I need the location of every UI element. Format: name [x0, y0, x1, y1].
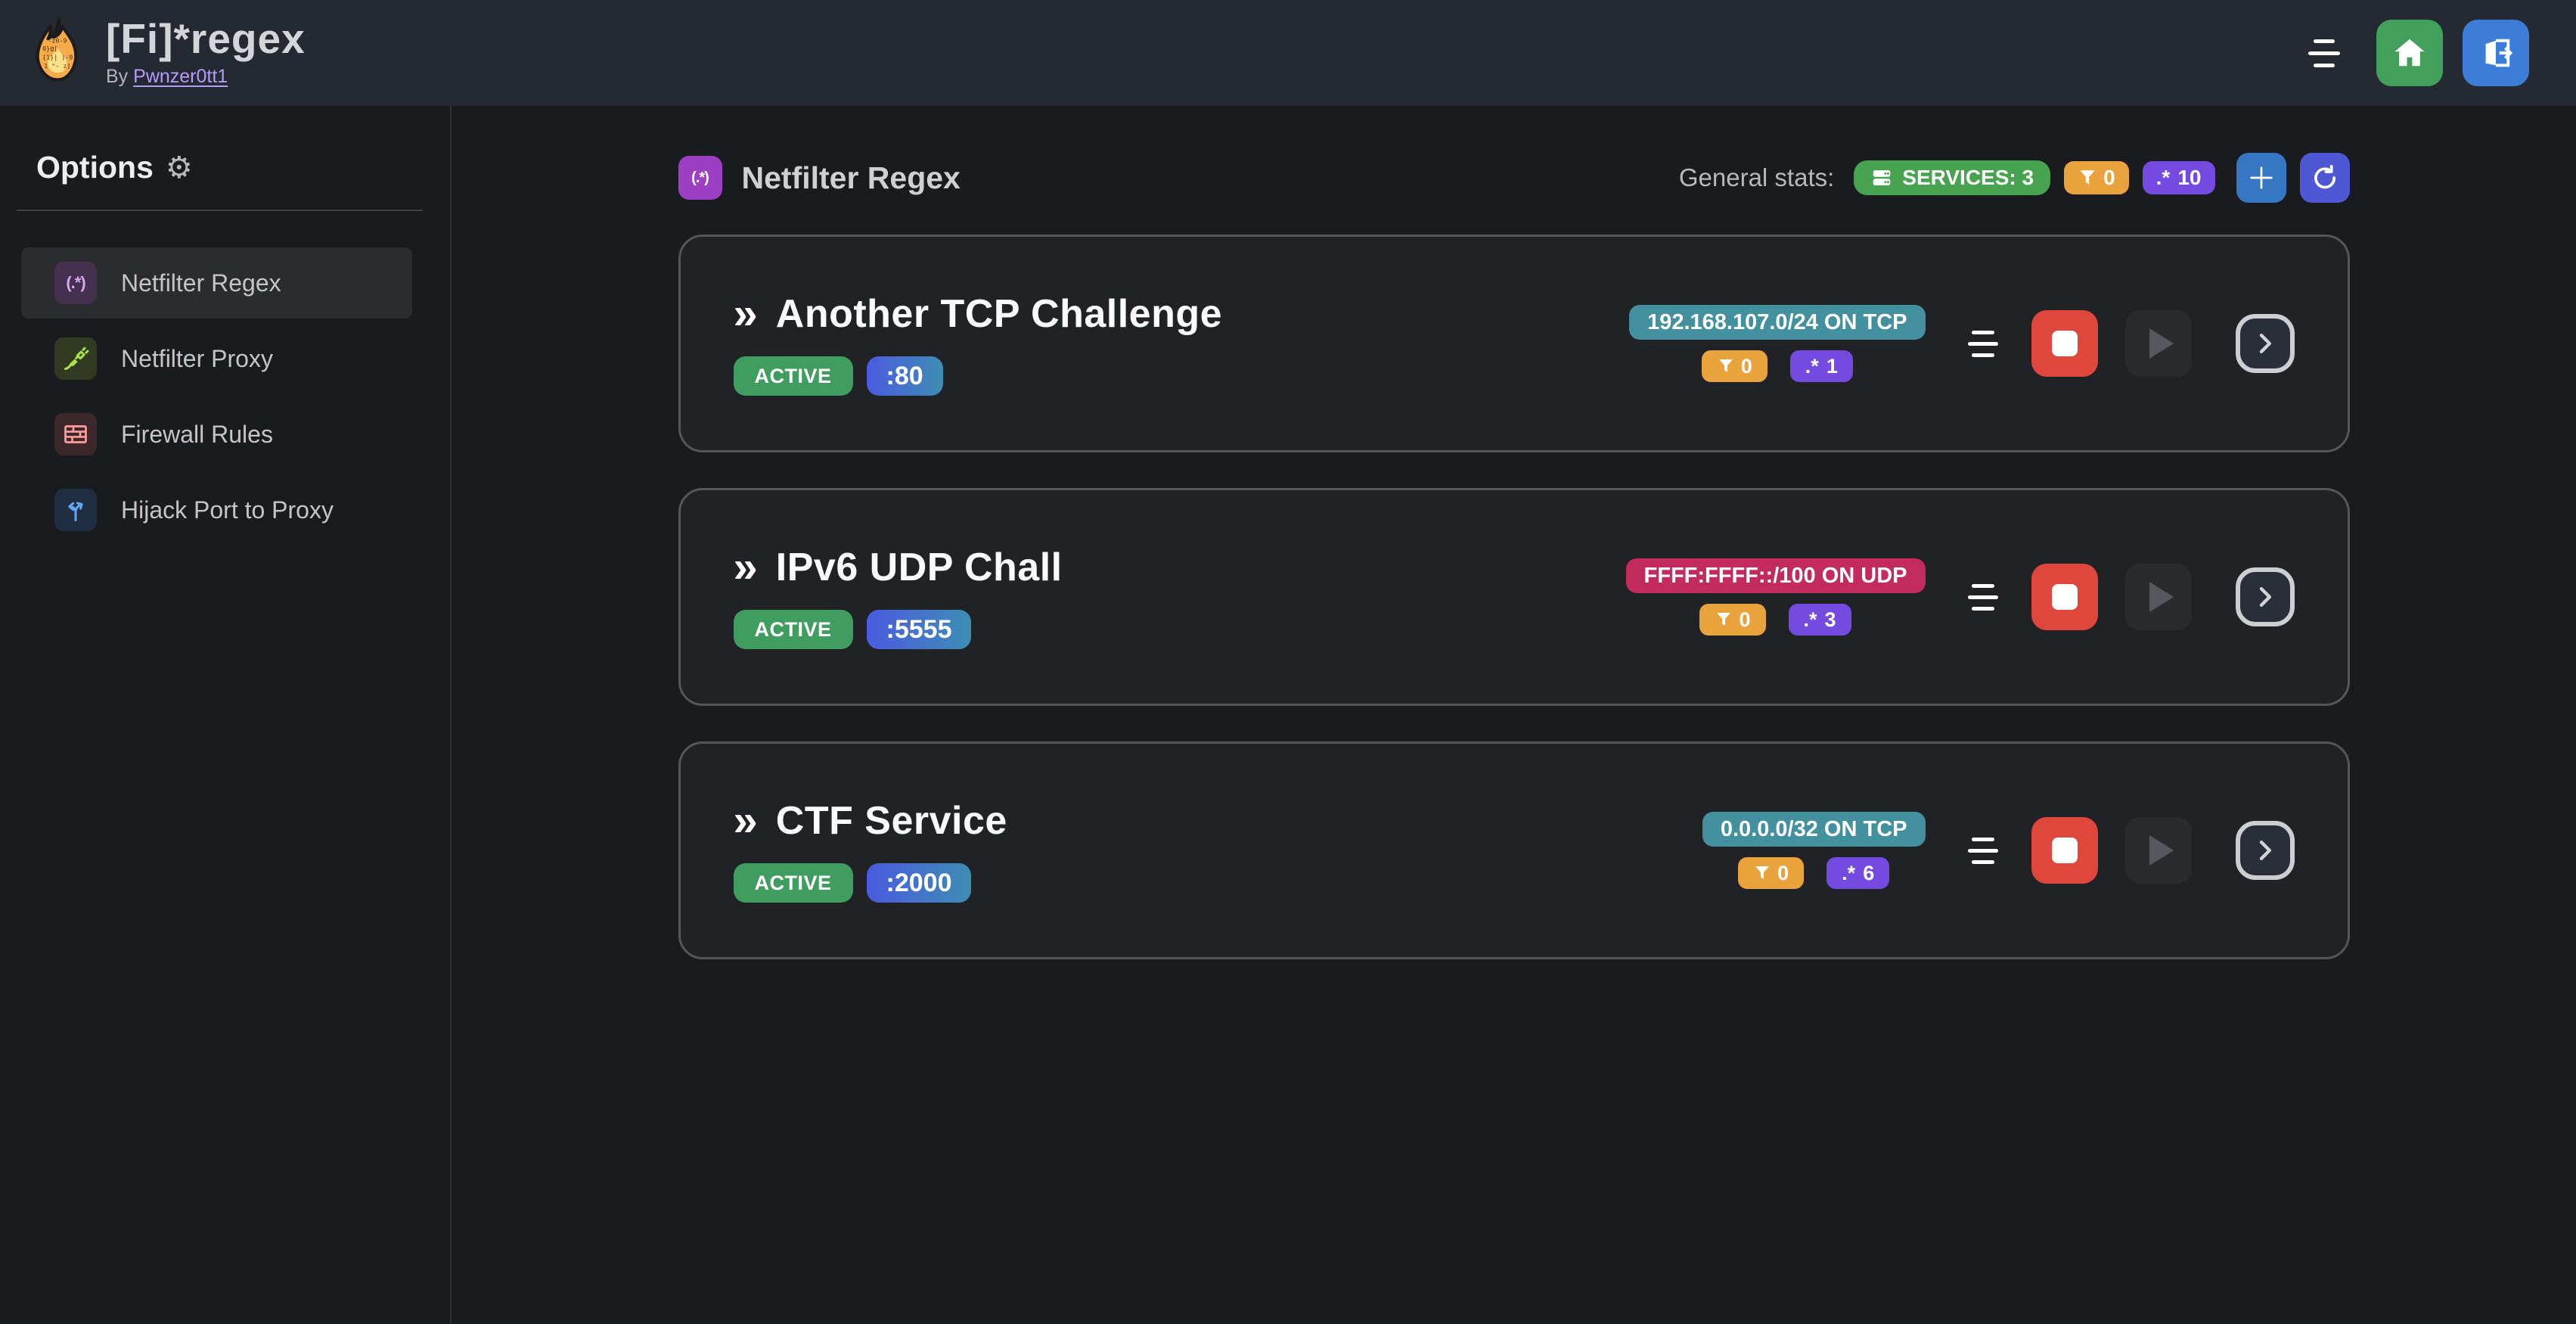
server-icon [1873, 170, 1891, 185]
stop-service-button[interactable] [2031, 564, 2098, 630]
filtered-count-badge: 0 [1738, 857, 1805, 889]
regex-glyph-icon: .* [2155, 166, 2171, 189]
regex-section-icon: (.*) [678, 156, 722, 200]
app-header: -z0-9 0}@[ {1}| )-9] 1 ^- z] [Fi]*regex … [0, 0, 2576, 106]
play-icon [2149, 582, 2174, 612]
funnel-icon [2080, 170, 2095, 185]
address-badge: 0.0.0.0/32 ON TCP [1702, 812, 1926, 847]
service-menu-icon[interactable] [1967, 583, 1998, 611]
start-service-button[interactable] [2124, 564, 2192, 630]
main-area: (.*) Netfilter Regex General stats: SERV… [452, 106, 2576, 1324]
add-service-button[interactable] [2236, 153, 2286, 203]
stop-service-button[interactable] [2031, 310, 2098, 377]
svg-text:0}@[: 0}@[ [42, 45, 57, 52]
regex-glyph-icon: .* [1803, 608, 1817, 631]
play-icon [2149, 835, 2174, 866]
play-icon [2149, 328, 2174, 359]
filtered-count-badge: 0 [1699, 604, 1766, 636]
brick-wall-icon [54, 413, 97, 455]
stop-icon [2051, 331, 2078, 356]
stop-service-button[interactable] [2031, 817, 2098, 884]
app-title: [Fi]*regex [106, 15, 306, 62]
service-name: IPv6 UDP Chall [775, 545, 1063, 589]
chevron-right-icon [2259, 841, 2271, 860]
double-chevron-icon: » [733, 542, 758, 592]
stop-icon [2051, 584, 2078, 610]
svg-text:{1}| )-9]: {1}| )-9] [42, 53, 76, 61]
service-card: » CTF Service ACTIVE :2000 0.0.0.0/32 ON… [678, 741, 2350, 959]
sidebar-divider [17, 210, 423, 211]
regex-count-badge: .* 6 [1826, 857, 1890, 889]
services-count-badge: SERVICES: 3 [1854, 160, 2051, 195]
svg-text:-z0-9: -z0-9 [48, 36, 67, 44]
service-card: » IPv6 UDP Chall ACTIVE :5555 FFFF:FFFF:… [678, 488, 2350, 706]
double-chevron-icon: » [733, 289, 758, 338]
service-menu-icon[interactable] [1967, 330, 1998, 357]
stats-label: General stats: [1678, 163, 1835, 191]
menu-icon[interactable] [2308, 39, 2340, 67]
regex-count-badge: .* 10 [2142, 161, 2215, 194]
chevron-right-icon [2259, 334, 2271, 353]
brand: -z0-9 0}@[ {1}| )-9] 1 ^- z] [Fi]*regex … [29, 17, 306, 89]
port-badge: :80 [866, 356, 943, 396]
svg-text:1 ^- z]: 1 ^- z] [44, 62, 70, 70]
service-name: Another TCP Challenge [775, 292, 1223, 336]
sidebar-item-netfilter-regex[interactable]: (.*) Netfilter Regex [21, 247, 412, 319]
options-heading: Options [36, 150, 154, 185]
status-badge: ACTIVE [733, 610, 853, 649]
address-badge: FFFF:FFFF::/100 ON UDP [1625, 558, 1926, 593]
start-service-button[interactable] [2124, 310, 2192, 377]
sidebar: Options ⚙ (.*) Netfilter Regex [0, 106, 452, 1324]
plus-icon [2249, 166, 2273, 189]
double-chevron-icon: » [733, 796, 758, 845]
regex-icon: (.*) [54, 262, 97, 304]
service-card: » Another TCP Challenge ACTIVE :80 192.1… [678, 235, 2350, 452]
refresh-button[interactable] [2299, 153, 2350, 203]
sidebar-item-hijack-port[interactable]: Hijack Port to Proxy [21, 474, 412, 545]
logout-button[interactable] [2463, 20, 2529, 86]
regex-count-badge: .* 1 [1789, 350, 1853, 382]
regex-glyph-icon: .* [1805, 354, 1819, 378]
refresh-icon [2314, 164, 2335, 189]
regex-glyph-icon: .* [1842, 861, 1856, 884]
funnel-icon [1755, 866, 1770, 879]
general-stats: General stats: SERVICES: 3 [1679, 153, 2350, 203]
section-header: (.*) Netfilter Regex General stats: SERV… [678, 153, 2350, 203]
header-actions [2308, 20, 2529, 86]
funnel-icon [1718, 359, 1733, 372]
service-menu-icon[interactable] [1967, 837, 1998, 864]
port-badge: :2000 [866, 863, 972, 903]
funnel-icon [1717, 613, 1731, 626]
chevron-right-icon [2259, 587, 2271, 607]
firegex-flame-logo: -z0-9 0}@[ {1}| )-9] 1 ^- z] [36, 17, 78, 82]
byline: By Pwnzer0tt1 [106, 66, 228, 87]
open-service-button[interactable] [2235, 567, 2295, 626]
split-arrows-icon [54, 489, 97, 531]
author-link[interactable]: Pwnzer0tt1 [133, 66, 228, 87]
port-badge: :5555 [866, 610, 972, 649]
status-badge: ACTIVE [733, 356, 853, 396]
sidebar-item-firewall-rules[interactable]: Firewall Rules [21, 399, 412, 470]
stop-icon [2051, 838, 2078, 863]
regex-count-badge: .* 3 [1788, 604, 1851, 636]
home-button[interactable] [2376, 20, 2443, 86]
plug-icon [54, 337, 97, 380]
logout-icon [2485, 39, 2513, 67]
home-icon [2394, 39, 2425, 67]
service-name: CTF Service [775, 799, 1007, 843]
address-badge: 192.168.107.0/24 ON TCP [1629, 305, 1926, 340]
page-title: Netfilter Regex [741, 160, 961, 195]
sidebar-nav: (.*) Netfilter Regex Netfilter Proxy [0, 247, 450, 545]
status-badge: ACTIVE [733, 863, 853, 903]
filtered-count-badge: 0 [1701, 350, 1768, 382]
sidebar-item-netfilter-proxy[interactable]: Netfilter Proxy [21, 323, 412, 394]
open-service-button[interactable] [2235, 314, 2295, 373]
open-service-button[interactable] [2235, 821, 2295, 880]
start-service-button[interactable] [2124, 817, 2192, 884]
filtered-count-badge: 0 [2064, 161, 2129, 194]
gear-icon: ⚙ [165, 150, 193, 185]
